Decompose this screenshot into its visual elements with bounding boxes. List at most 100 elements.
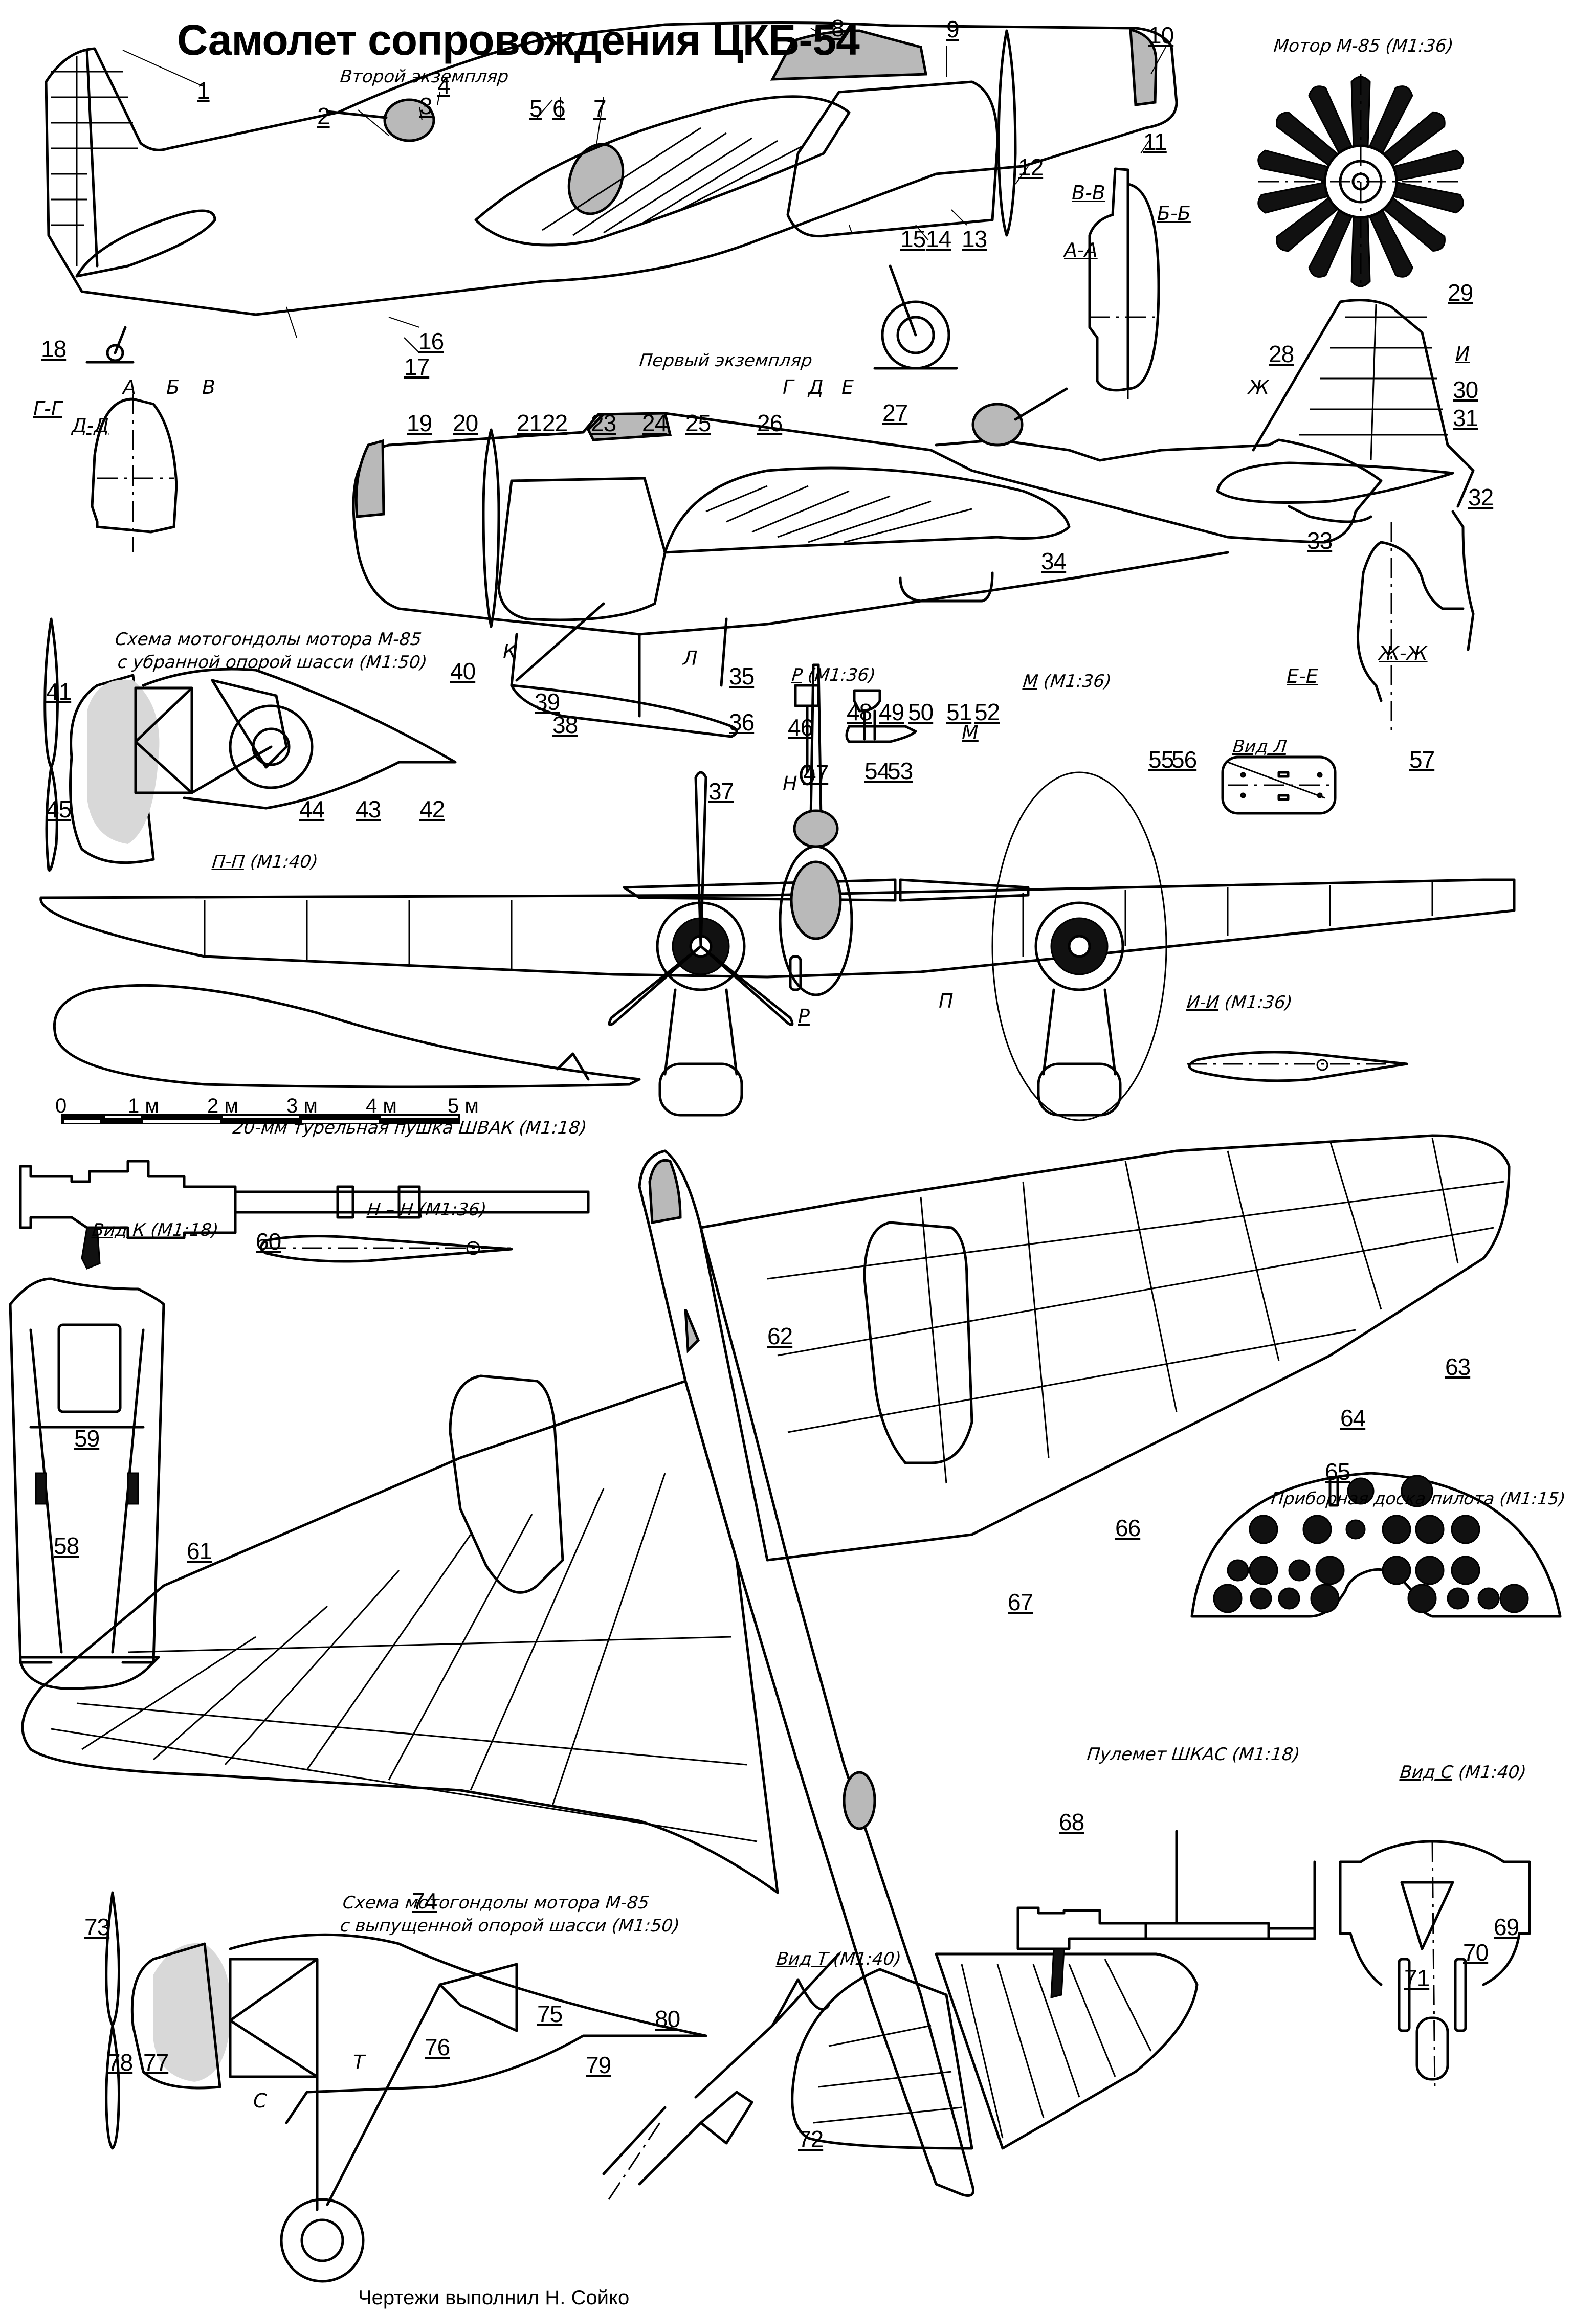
callout-7: 7 [593, 95, 607, 122]
turret-plan [843, 1771, 876, 1830]
view-c-wheel [1415, 2016, 1449, 2081]
callout-71: 71 [1404, 1965, 1430, 1991]
cockpit-plan [684, 1309, 700, 1353]
section-mark-ee: Е-Е [1287, 665, 1318, 687]
callout-61: 61 [187, 1538, 212, 1564]
callout-56: 56 [1171, 746, 1197, 773]
callout-18: 18 [41, 336, 66, 362]
callout-44: 44 [299, 796, 325, 823]
callout-77: 77 [143, 2049, 169, 2076]
main-gear-first-prototype [510, 602, 738, 738]
left-engine-cowl [656, 901, 746, 991]
callout-17: 17 [404, 353, 430, 380]
right-gear-legs [1042, 988, 1117, 1076]
callout-59: 59 [74, 1425, 100, 1452]
left-wheel-front [658, 1062, 743, 1117]
callout-80: 80 [655, 2006, 680, 2032]
callout-74: 74 [412, 1888, 437, 1915]
callout-19: 19 [407, 410, 432, 436]
cut-mark-zh: Ж [1248, 376, 1269, 398]
callout-25: 25 [685, 410, 711, 436]
callout-48: 48 [847, 699, 872, 725]
callout-70: 70 [1463, 1939, 1489, 1966]
tail-wheel [106, 344, 124, 362]
scale-label-4m: 4 м [366, 1095, 397, 1117]
callout-49: 49 [879, 699, 904, 725]
cut-mark-d: Д [808, 376, 824, 398]
nose-glazing-plan [648, 1159, 682, 1224]
wing-root-2 [663, 466, 1071, 554]
callout-33: 33 [1307, 527, 1333, 554]
fin-hinge [85, 49, 99, 268]
fin-2 [1252, 299, 1475, 508]
gear-door [510, 684, 738, 738]
turret-dome-2 [971, 403, 1024, 447]
callout-62: 62 [767, 1323, 793, 1349]
section-mark-vv: В-В [1072, 182, 1105, 204]
callout-32: 32 [1468, 484, 1494, 510]
caption-section-pp: П-П (М1:40) [211, 852, 319, 872]
view-arrow-k: К [503, 640, 517, 663]
nose-glazing-front [790, 860, 842, 940]
nacelle-extended-schematic [105, 1891, 707, 2283]
wing-front [39, 878, 1516, 979]
nacelle-body [142, 668, 457, 810]
callout-2: 2 [317, 103, 330, 129]
shkas-gun [1016, 1830, 1316, 1998]
nacelle-retracted-schematic [43, 617, 457, 872]
scale-bar [61, 1114, 460, 1124]
left-wing-ribs [81, 1473, 666, 1806]
sections-gg-dd [91, 394, 178, 552]
engine-nacelle-2 [497, 477, 667, 621]
cut-mark-v: В [202, 376, 216, 398]
drawing-credit: Чертежи выполнил Н. Сойко [358, 2286, 630, 2309]
right-wing-ribs [920, 1138, 1459, 1484]
gear-truss [211, 679, 288, 769]
fuselage-plan [638, 1149, 974, 2197]
callout-15: 15 [900, 226, 926, 252]
caption-nacelle-extended-1: Схема мотогондолы мотора М-85 [341, 1893, 650, 1913]
caption-second-prototype: Второй экземпляр [339, 66, 510, 87]
main-wheel-hub [896, 316, 935, 354]
view-t-scale: (М1:40) [832, 1949, 902, 1969]
callout-54: 54 [864, 758, 890, 784]
callout-36: 36 [729, 709, 755, 736]
callout-69: 69 [1494, 1914, 1519, 1940]
callout-38: 38 [552, 712, 578, 738]
callout-20: 20 [453, 410, 478, 436]
callout-14: 14 [926, 226, 951, 252]
tailplane [75, 209, 216, 278]
callout-68: 68 [1059, 1809, 1084, 1835]
turret-dome [383, 98, 435, 142]
callout-75: 75 [537, 2001, 563, 2027]
caption-engine: Мотор М-85 (М1:36) [1272, 36, 1455, 56]
tailplane-plan [935, 1952, 1199, 2150]
callout-46: 46 [788, 714, 813, 741]
section-mark-dd: Д-Д [72, 414, 109, 437]
left-wing-spars [51, 1636, 758, 1842]
left-gear-legs [663, 988, 738, 1076]
callout-47: 47 [803, 760, 829, 787]
tailplane-2 [1216, 461, 1454, 504]
engine-m85-front [1255, 74, 1466, 289]
fin-front [809, 663, 823, 820]
callout-35: 35 [729, 663, 755, 690]
instrument-panel [1190, 1472, 1562, 1618]
callout-50: 50 [908, 699, 934, 725]
right-wheel-front [1037, 1062, 1122, 1117]
callout-42: 42 [419, 796, 445, 823]
view-arrow-t: Т [353, 2051, 365, 2074]
callout-63: 63 [1445, 1353, 1471, 1380]
caption-view-p: Р (М1:36) [791, 665, 877, 685]
right-wing-spars [767, 1181, 1504, 1433]
callout-34: 34 [1041, 548, 1067, 574]
section-nn-label: Н – Н [366, 1199, 414, 1220]
section-mark-zhzh: Ж-Ж [1379, 642, 1428, 664]
callout-76: 76 [425, 2034, 450, 2060]
view-k-label: Вид К [91, 1220, 146, 1240]
caption-section-nn: Н – Н (М1:36) [366, 1199, 487, 1220]
view-mark-m: М [962, 721, 979, 744]
callout-73: 73 [84, 1914, 110, 1940]
side-view-first-prototype [352, 299, 1475, 636]
left-nacelle-plan [449, 1374, 564, 1594]
